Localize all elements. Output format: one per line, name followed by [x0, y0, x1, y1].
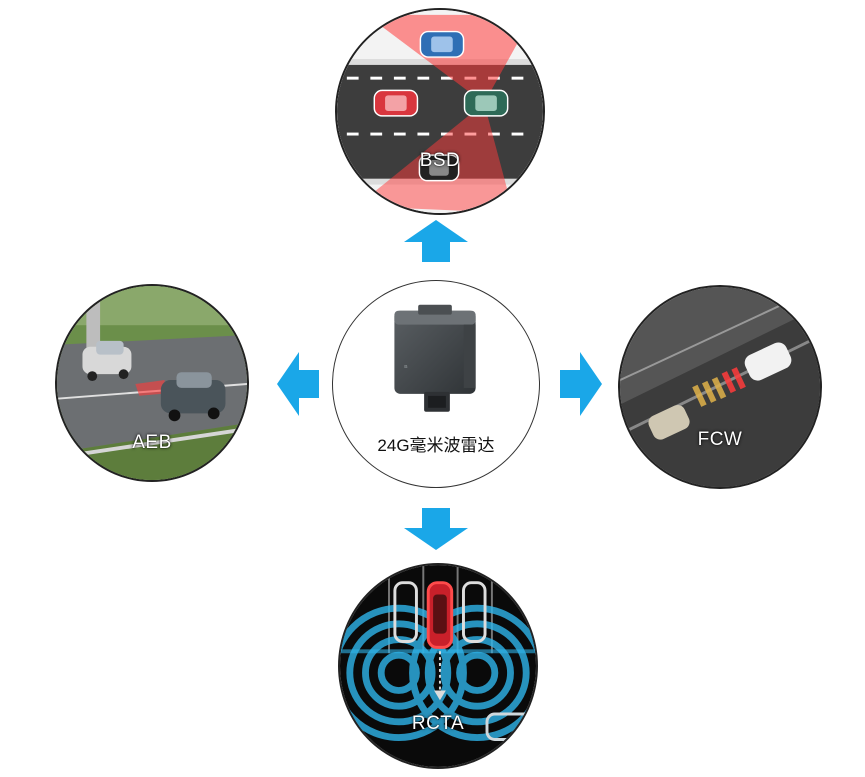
- car-gray-icon: [160, 372, 226, 422]
- fcw-scene: [620, 287, 820, 487]
- car-red-icon: [373, 89, 419, 117]
- fcw-warning-zone: [692, 376, 727, 407]
- car-parked-right-icon: [462, 581, 487, 643]
- fcw-illustration: FCW: [618, 285, 822, 489]
- aeb-scene: [57, 286, 247, 480]
- arrow-down-icon: [404, 508, 468, 550]
- car-lead-icon: [744, 342, 792, 381]
- arrow-up-icon: [404, 220, 468, 262]
- car-dark-icon: [418, 154, 460, 182]
- rcta-illustration: RCTA: [338, 563, 538, 769]
- car-reversing-icon: [426, 581, 454, 649]
- rcta-label: RCTA: [411, 713, 465, 734]
- bsd-label: BSD: [419, 150, 461, 171]
- car-parked-left-icon: [393, 581, 418, 643]
- car-green-icon: [463, 89, 509, 117]
- radar-waves: [340, 604, 536, 741]
- aeb-illustration: AEB: [55, 284, 249, 482]
- car-follow-icon: [648, 405, 690, 440]
- svg-text:B: B: [404, 364, 408, 370]
- bsd-scene: [337, 10, 543, 213]
- rcta-scene: [340, 565, 536, 767]
- bsd-illustration: BSD: [335, 8, 545, 215]
- center-label: 24G毫米波雷达: [377, 436, 495, 455]
- arrow-right-icon: [560, 352, 602, 416]
- car-blue-icon: [419, 30, 465, 58]
- center-radar-node: B 24G毫米波雷达: [332, 280, 540, 488]
- car-crossing-icon: [485, 712, 536, 741]
- fcw-label: FCW: [697, 429, 743, 450]
- radar-sensor-icon: B: [394, 304, 476, 412]
- car-white-icon: [82, 340, 132, 382]
- arrow-left-icon: [277, 352, 319, 416]
- aeb-label: AEB: [132, 432, 172, 453]
